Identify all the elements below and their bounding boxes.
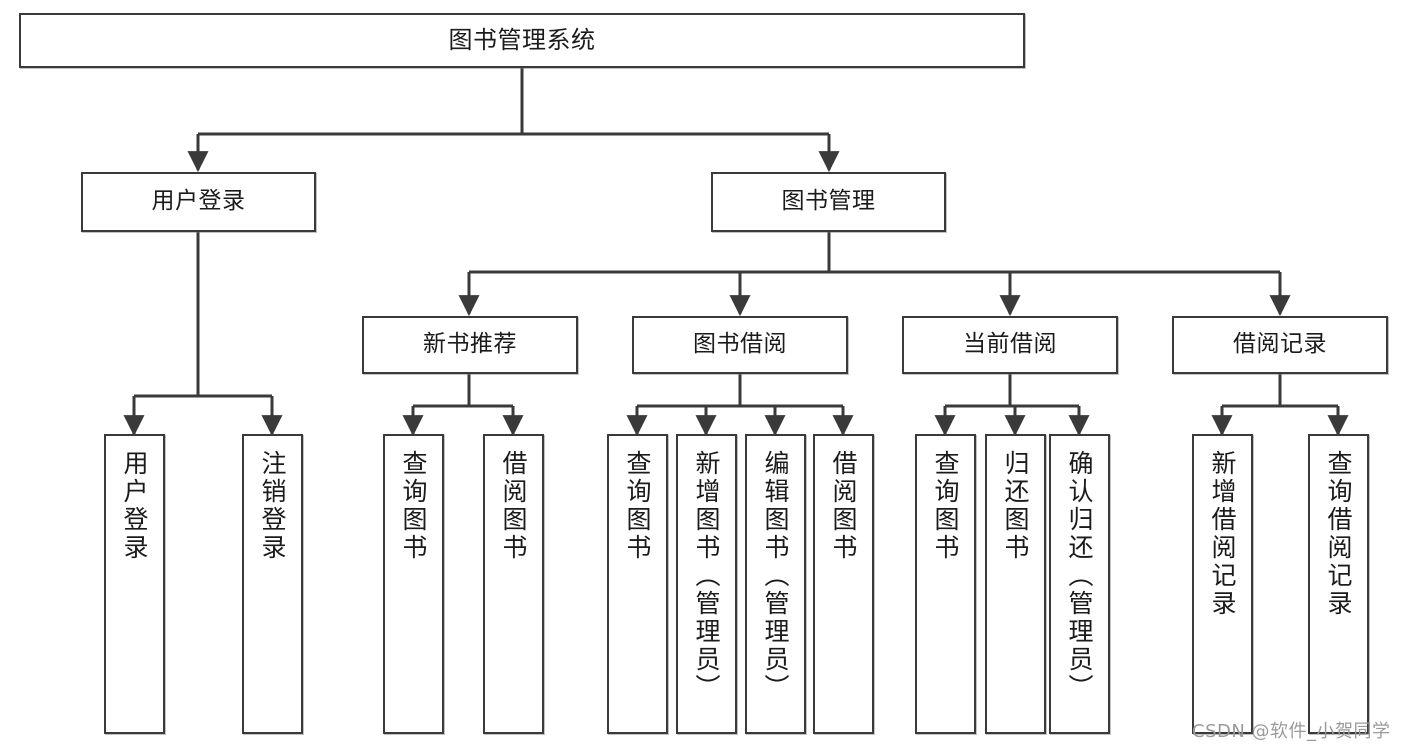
leaf-borrow-query-book[interactable]: 查询图书: [607, 434, 668, 734]
leaf-user-login-login[interactable]: 用户登录: [104, 434, 165, 734]
leaf-record-query-record[interactable]: 查询借阅记录: [1308, 434, 1369, 734]
leaf-recommend-borrow-book[interactable]: 借阅图书: [483, 434, 544, 734]
node-label: 新书推荐: [423, 331, 517, 358]
node-label: 查询图书: [623, 450, 652, 562]
leaf-recommend-query-book[interactable]: 查询图书: [383, 434, 444, 734]
node-label: 新增图书（管理员）: [692, 450, 721, 702]
node-label: 用户登录: [120, 450, 149, 562]
node-label: 查询借阅记录: [1324, 450, 1353, 618]
node-current-borrow[interactable]: 当前借阅: [902, 316, 1118, 374]
leaf-current-query-book[interactable]: 查询图书: [915, 434, 976, 734]
leaf-current-confirm-return-admin[interactable]: 确认归还（管理员）: [1049, 434, 1110, 734]
node-label: 用户登录: [151, 188, 246, 215]
node-label: 借阅记录: [1233, 331, 1327, 358]
node-label: 注销登录: [258, 450, 287, 562]
leaf-record-add-record[interactable]: 新增借阅记录: [1192, 434, 1253, 734]
watermark-text: CSDN @软件_小贺同学: [1192, 721, 1391, 742]
node-label: 借阅图书: [499, 450, 528, 562]
node-new-book-recommend[interactable]: 新书推荐: [362, 316, 578, 374]
leaf-borrow-edit-book-admin[interactable]: 编辑图书（管理员）: [745, 434, 806, 734]
node-book-management[interactable]: 图书管理: [711, 172, 946, 232]
node-label: 当前借阅: [963, 331, 1057, 358]
node-label: 图书管理: [781, 188, 876, 215]
node-label: 归还图书: [1001, 450, 1030, 562]
node-label: 图书借阅: [693, 331, 787, 358]
node-label: 图书管理系统: [448, 26, 596, 55]
node-user-login[interactable]: 用户登录: [81, 172, 316, 232]
node-root-system[interactable]: 图书管理系统: [19, 13, 1025, 68]
node-borrow-record[interactable]: 借阅记录: [1172, 316, 1388, 374]
node-book-borrow[interactable]: 图书借阅: [632, 316, 848, 374]
leaf-current-return-book[interactable]: 归还图书: [985, 434, 1046, 734]
node-label: 查询图书: [931, 450, 960, 562]
node-label: 借阅图书: [829, 450, 858, 562]
leaf-borrow-add-book-admin[interactable]: 新增图书（管理员）: [676, 434, 737, 734]
node-label: 新增借阅记录: [1208, 450, 1237, 618]
leaf-borrow-borrow-book[interactable]: 借阅图书: [813, 434, 874, 734]
node-label: 确认归还（管理员）: [1065, 450, 1094, 702]
node-label: 编辑图书（管理员）: [761, 450, 790, 702]
node-label: 查询图书: [399, 450, 428, 562]
leaf-user-login-logout[interactable]: 注销登录: [242, 434, 303, 734]
